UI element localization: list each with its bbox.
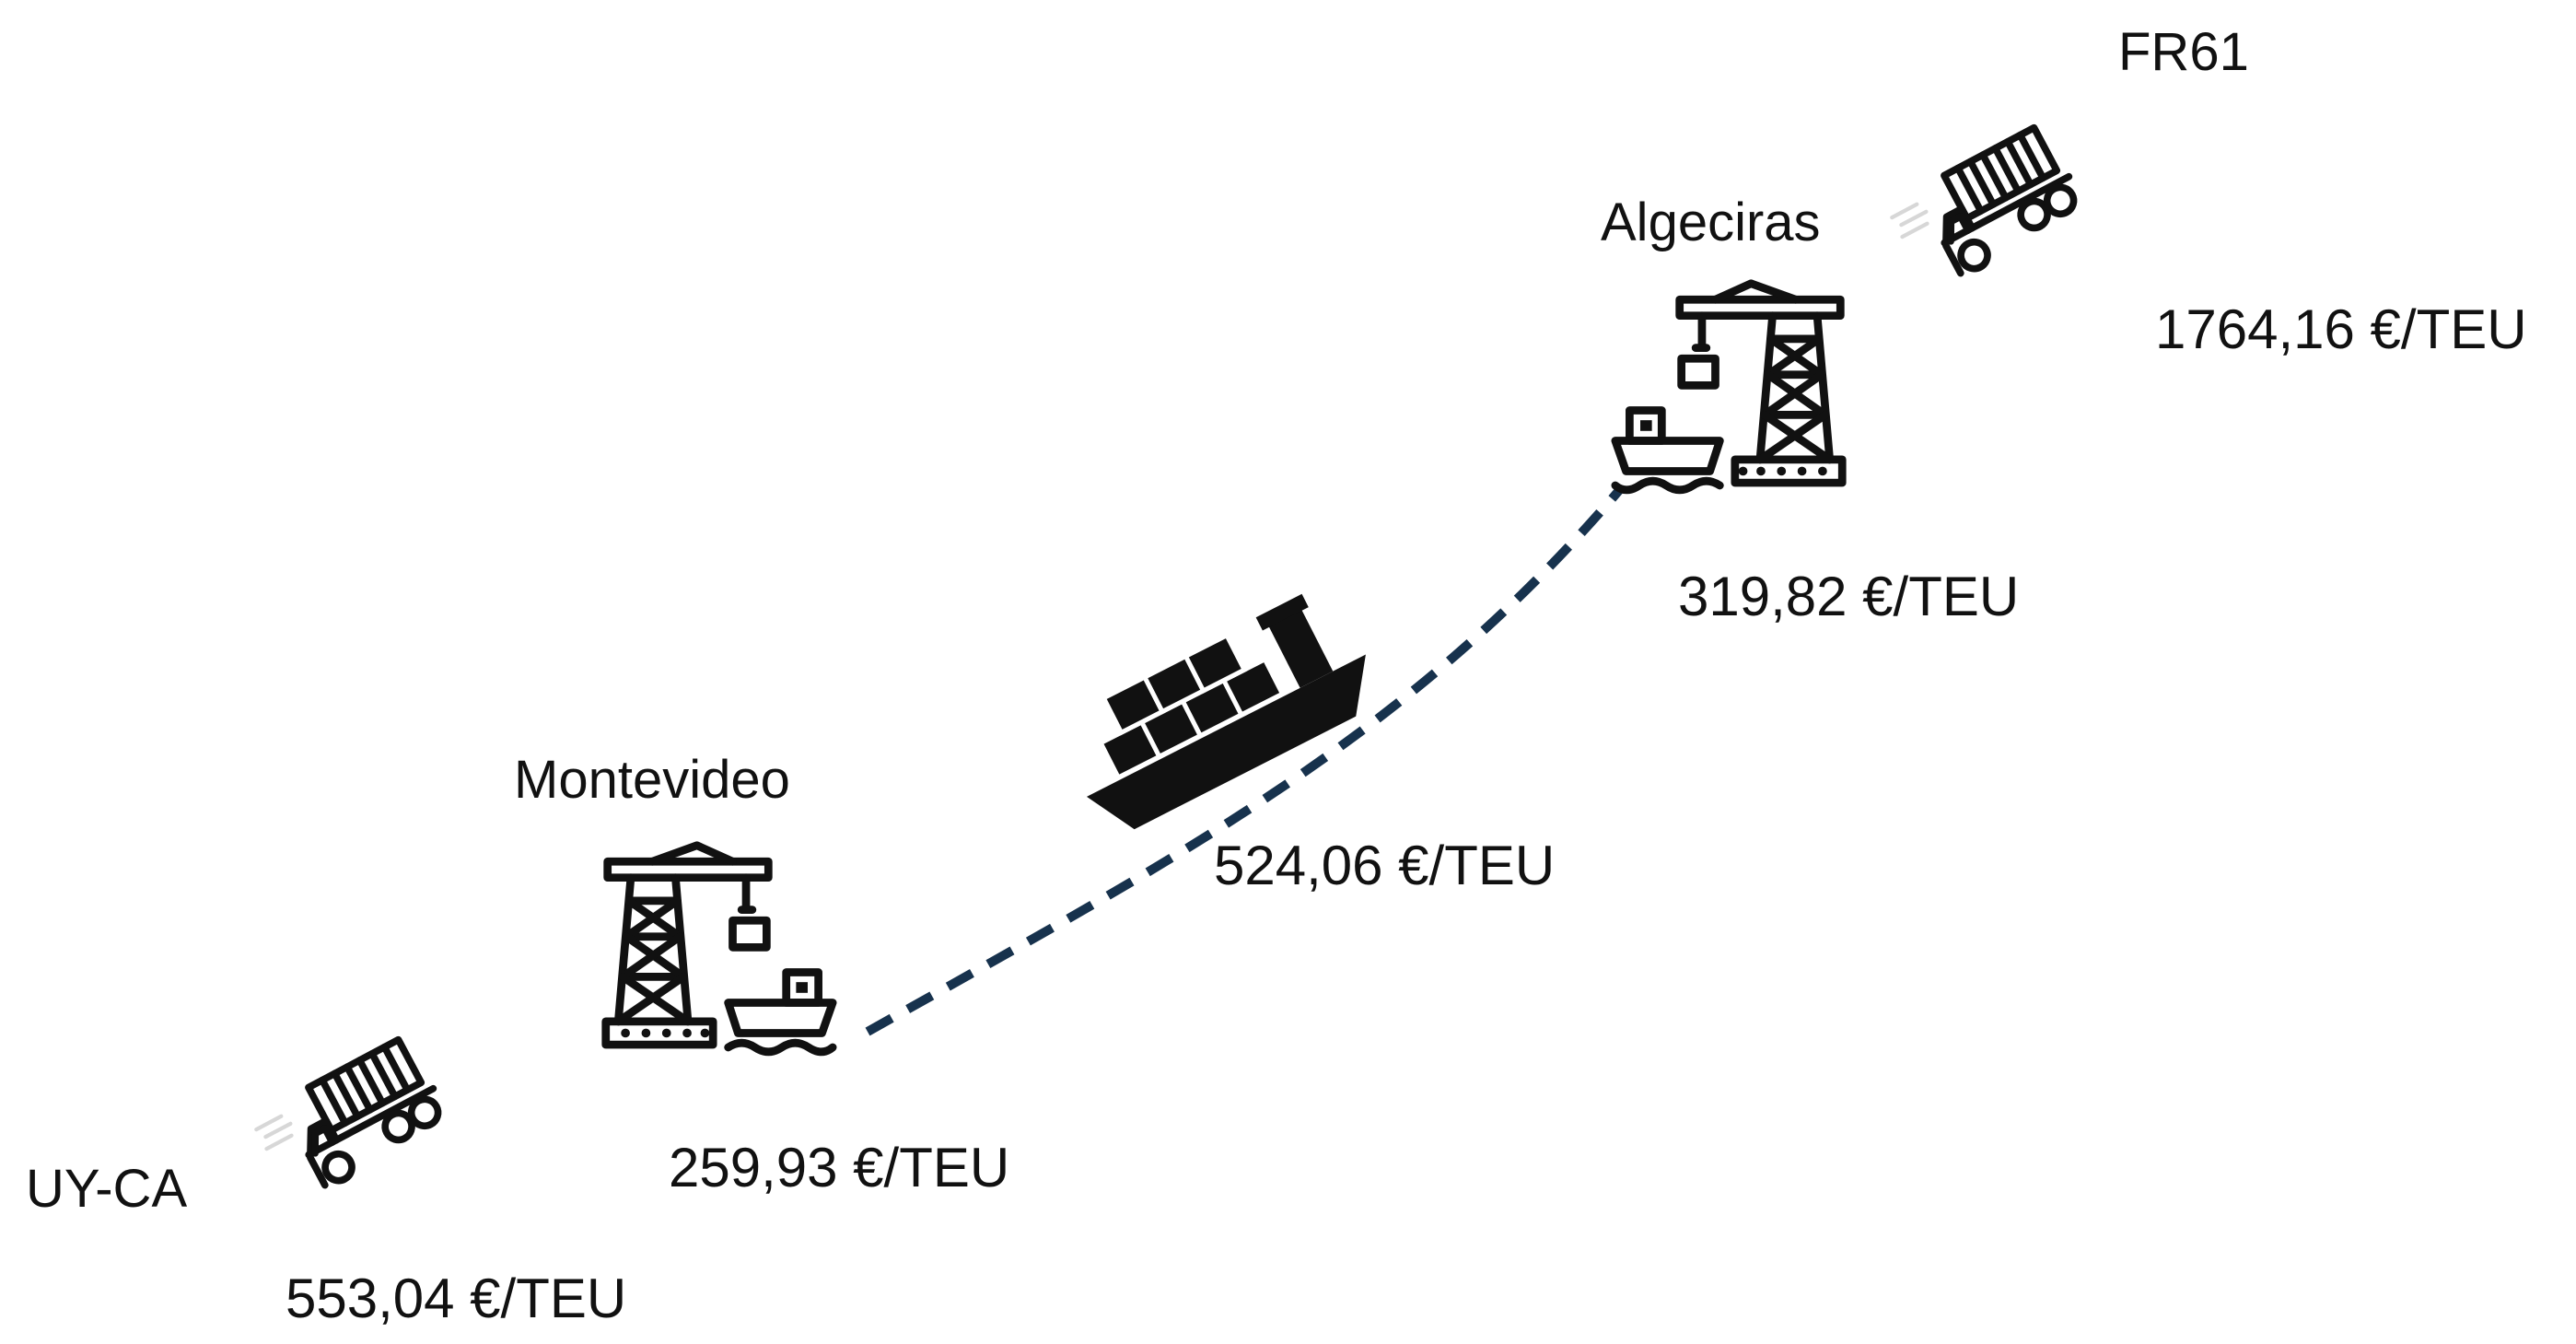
sea-leg-cost: 524,06 €/TEU [1214, 835, 1556, 896]
origin-label: UY-CA [26, 1159, 188, 1219]
port-crane-icon [1615, 284, 1842, 490]
port-crane-icon [606, 846, 833, 1052]
destination-label: FR61 [2118, 22, 2249, 82]
truck-icon [251, 1036, 451, 1205]
origin-cost: 553,04 €/TEU [286, 1268, 627, 1329]
truck-icon [1886, 124, 2087, 293]
destination-port-cost: 319,82 €/TEU [1678, 566, 2020, 627]
destination-cost: 1764,16 €/TEU [2155, 298, 2527, 360]
destination-port-label: Algeciras [1601, 193, 1821, 252]
sea-route-line [865, 485, 1625, 1036]
origin-port-label: Montevideo [514, 750, 790, 810]
origin-port-cost: 259,93 €/TEU [669, 1137, 1010, 1198]
container-ship-icon [1086, 593, 1366, 830]
